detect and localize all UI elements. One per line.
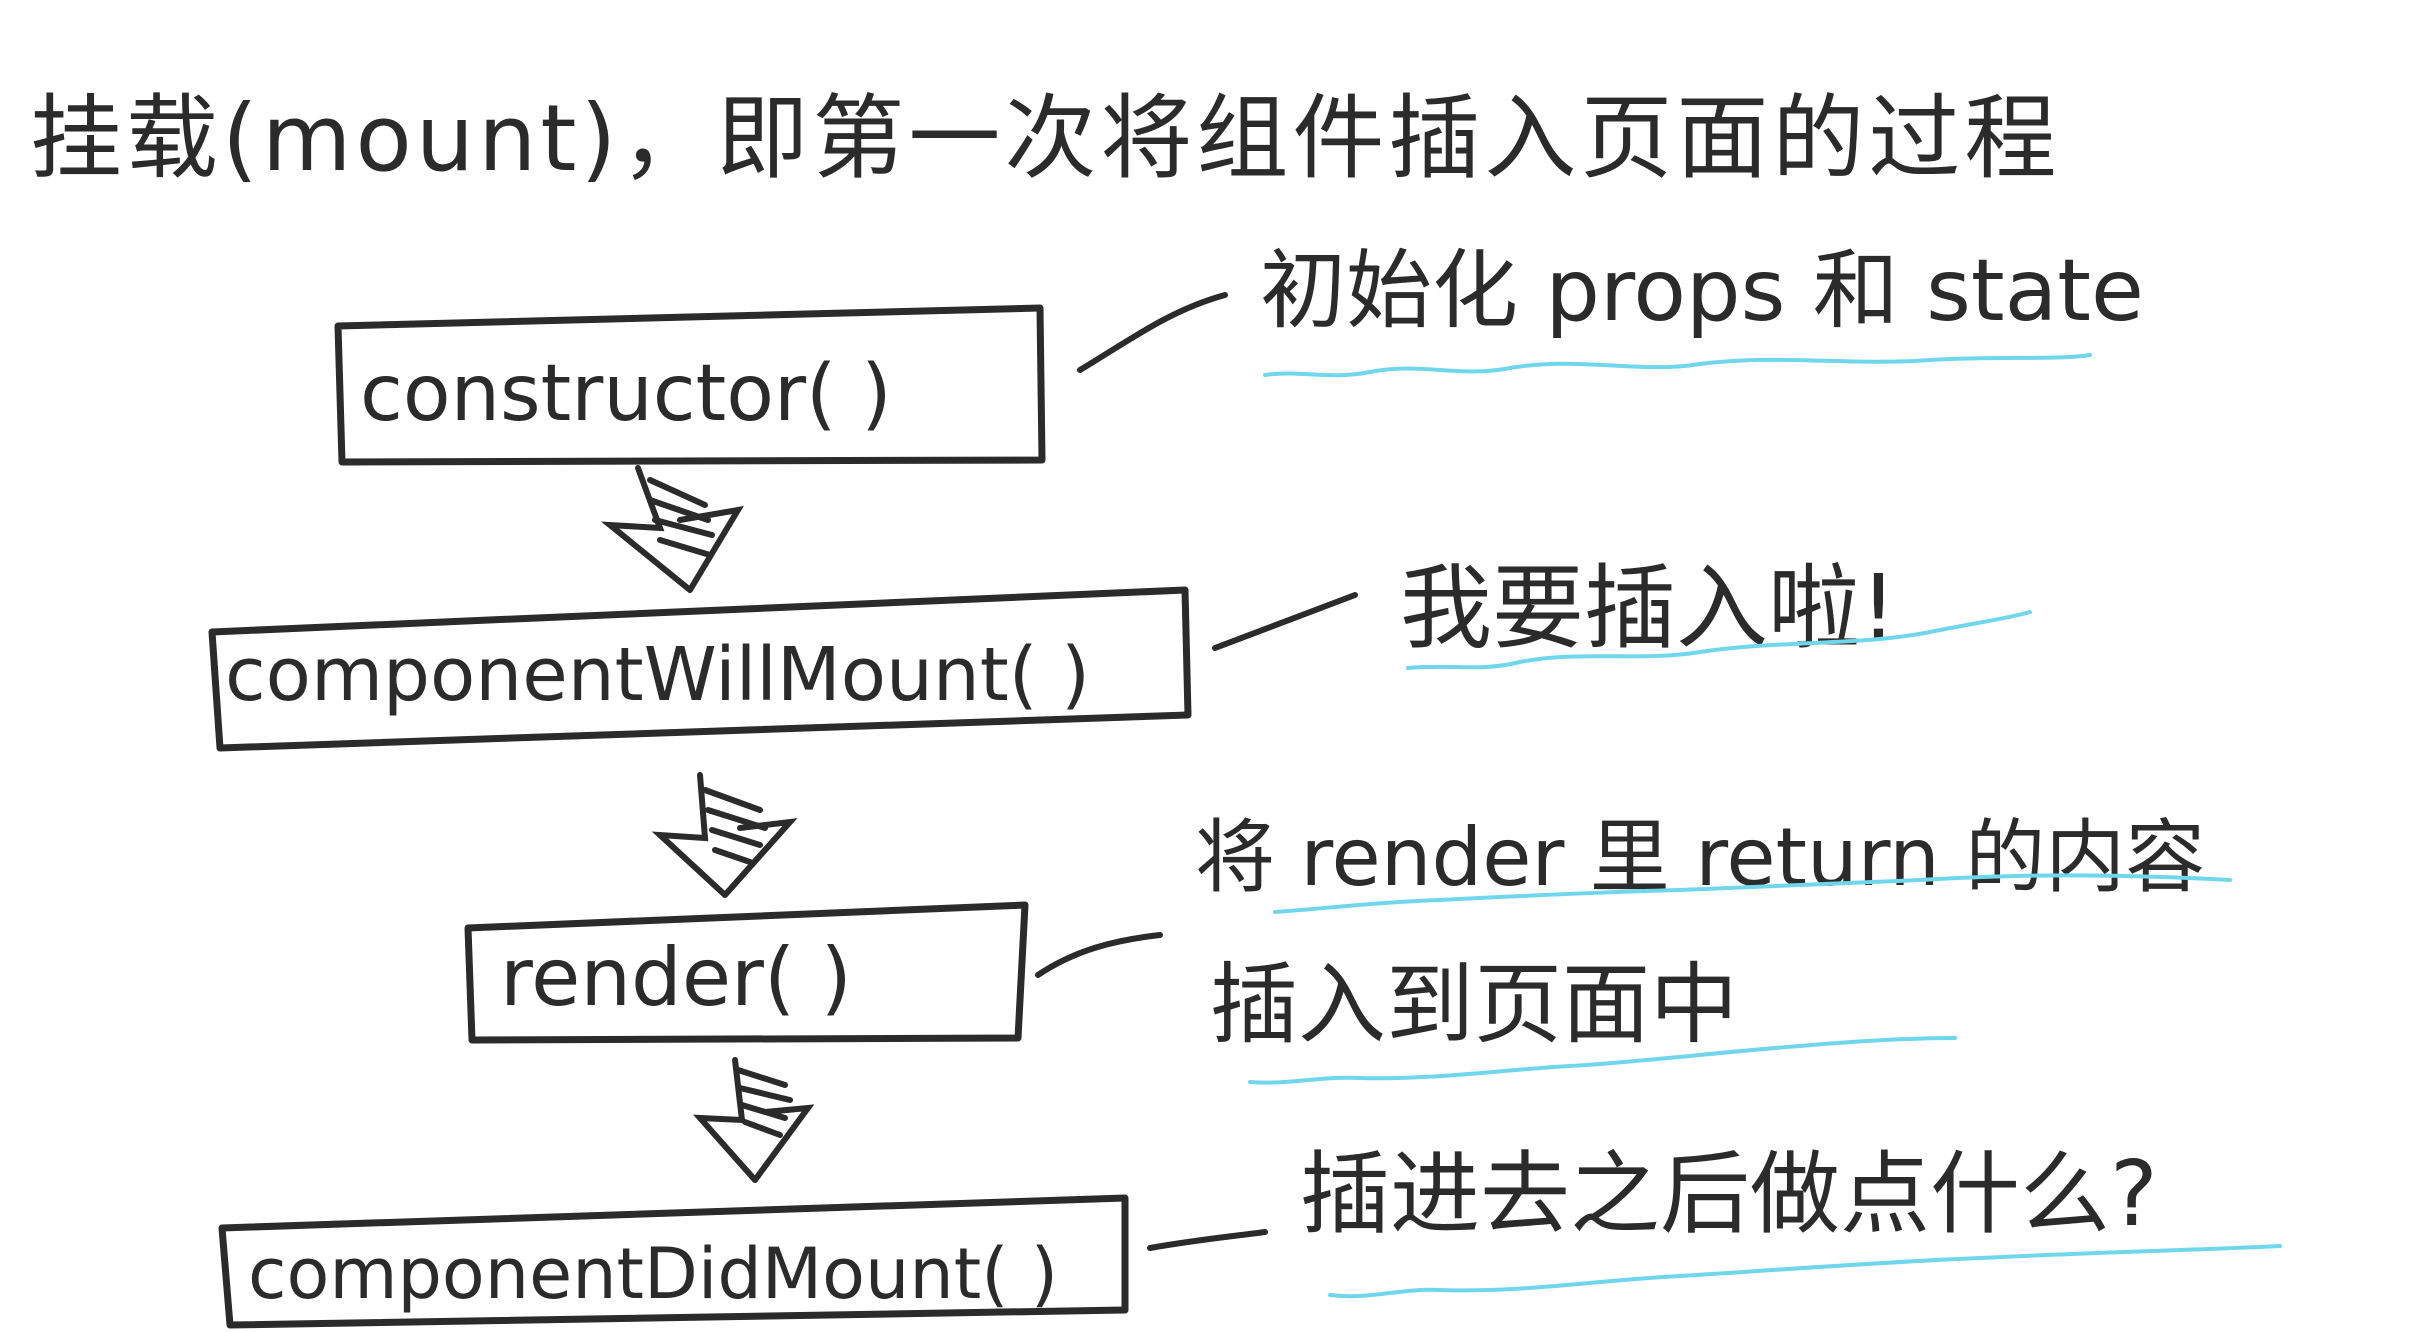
step-render: render( ): [464, 901, 1029, 1044]
flow-arrow-3: [693, 1057, 815, 1183]
underline-constructor-note: [1263, 353, 2092, 378]
step-constructor: constructor( ): [334, 304, 1046, 466]
step-label-component-did-mount: componentDidMount( ): [248, 1233, 1058, 1315]
step-label-render: render( ): [500, 931, 852, 1024]
connector-lines: [1035, 292, 1358, 1251]
highlight-underlines: [1248, 353, 2282, 1299]
note-render-line-2: 插入到页面中: [1210, 953, 1738, 1056]
connector-constructor: [1077, 292, 1228, 373]
underline-component-will-mount-note: [1406, 610, 2032, 670]
note-constructor: 初始化 props 和 state: [1260, 241, 2144, 341]
step-box-component-will-mount: [208, 586, 1192, 752]
step-label-component-will-mount: componentWillMount( ): [225, 632, 1090, 718]
flow-arrow-2: [651, 772, 798, 898]
step-box-component-did-mount: [218, 1194, 1129, 1329]
step-component-will-mount: componentWillMount( ): [208, 586, 1192, 752]
note-component-will-mount: 我要插入啦!: [1400, 555, 1897, 662]
underline-render-note-2: [1248, 1036, 1957, 1085]
underline-render-note-1: [1273, 873, 2232, 914]
connector-component-will-mount: [1212, 592, 1358, 651]
diagram-title: 挂载(mount)，即第一次将组件插入页面的过程: [30, 85, 2060, 192]
connector-render: [1035, 932, 1163, 978]
step-box-render: [464, 901, 1029, 1044]
step-component-did-mount: componentDidMount( ): [218, 1194, 1129, 1329]
step-label-constructor: constructor( ): [360, 349, 892, 439]
underline-component-did-mount-note: [1328, 1244, 2282, 1299]
note-component-did-mount: 插进去之后做点什么?: [1300, 1142, 2158, 1247]
flow-arrow-1: [600, 465, 744, 593]
connector-component-did-mount: [1147, 1229, 1268, 1251]
step-box-constructor: [334, 304, 1046, 466]
